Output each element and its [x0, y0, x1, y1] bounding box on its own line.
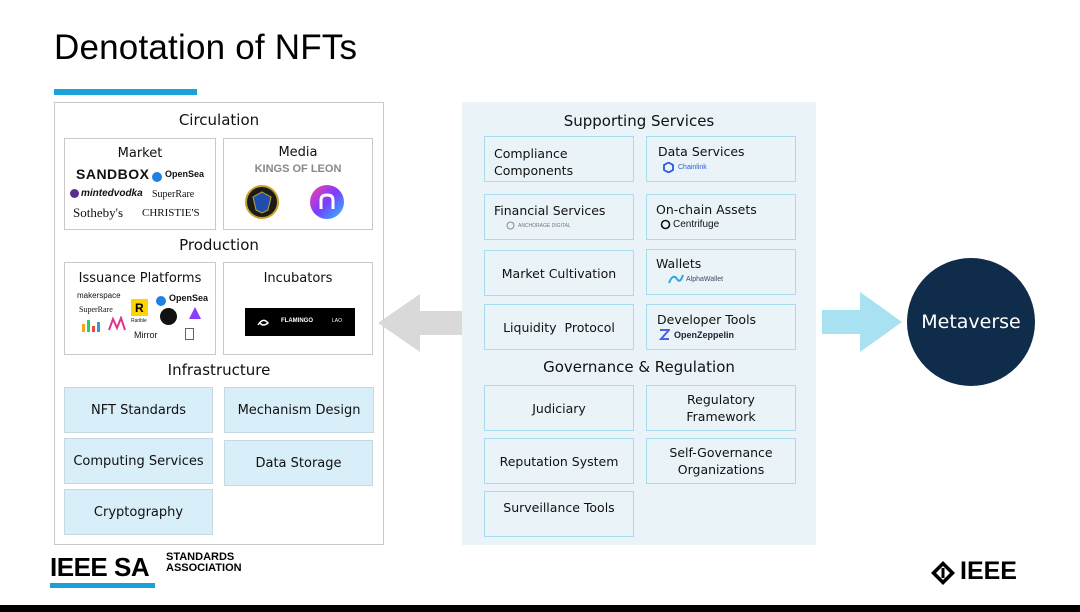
flamingo-logo: FLAMINGO — [281, 318, 313, 324]
openzeppelin-icon — [659, 329, 670, 340]
self-governance-box: Self-Governance Organizations — [646, 438, 796, 484]
chainlink-icon — [663, 162, 674, 173]
compliance-components-box: Compliance Components — [484, 136, 634, 182]
data-services-box: Data Services Chainlink — [646, 136, 796, 182]
n-logo-icon — [310, 185, 344, 219]
developer-tools-box: Developer Tools OpenZeppelin — [646, 304, 796, 350]
kings-of-leon-logo: KINGS OF LEON — [254, 163, 342, 175]
opensea-logo-2: OpenSea — [169, 293, 209, 303]
foundation-icon — [160, 308, 177, 325]
crest-badge-icon — [245, 185, 279, 219]
infra-mechanism-design: Mechanism Design — [224, 387, 374, 433]
triangle-logo-icon — [188, 306, 202, 325]
infra-nft-standards: NFT Standards — [64, 387, 213, 433]
standards-text: STANDARDS — [166, 551, 235, 563]
media-label: Media — [278, 145, 318, 160]
bottom-band — [0, 605, 1080, 612]
infrastructure-heading: Infrastructure — [167, 361, 271, 379]
makerspace-logo: makerspace — [77, 291, 121, 300]
sandbox-logo: SANDBOX — [76, 166, 150, 182]
association-text: ASSOCIATION — [166, 562, 242, 574]
incubators-label: Incubators — [263, 271, 333, 286]
market-label: Market — [117, 146, 163, 161]
developer-tools-label: Developer Tools — [657, 312, 757, 327]
opensea-icon — [152, 168, 162, 186]
surveillance-tools-box: Surveillance Tools — [484, 491, 634, 537]
liquidity-protocol-label: Liquidity Protocol — [503, 319, 615, 335]
regulatory-framework-label: Regulatory Framework — [686, 392, 756, 424]
openzeppelin-logo: OpenZeppelin — [674, 329, 735, 340]
superrare-logo-2: SuperRare — [79, 305, 113, 314]
small-logo-icon — [185, 328, 194, 340]
liquidity-protocol-box: Liquidity Protocol — [484, 304, 634, 350]
svg-text:R: R — [135, 301, 144, 315]
incubators-logo-strip — [245, 308, 355, 336]
metaverse-label: Metaverse — [921, 311, 1021, 333]
ieee-logo-text: IEEE — [960, 557, 1017, 585]
christies-logo: CHRISTIE'S — [142, 207, 200, 219]
reputation-system-label: Reputation System — [499, 453, 619, 469]
ieee-sa-underline — [50, 583, 155, 588]
page-title: Denotation of NFTs — [54, 28, 358, 67]
reputation-system-box: Reputation System — [484, 438, 634, 484]
governance-heading: Governance & Regulation — [543, 358, 735, 376]
onchain-assets-label: On-chain Assets — [656, 202, 757, 217]
wallets-label: Wallets — [656, 256, 702, 271]
wallets-box: Wallets AlphaWallet — [646, 249, 796, 295]
metaverse-circle: Metaverse — [907, 258, 1035, 386]
financial-services-label: Financial Services — [494, 203, 606, 218]
judiciary-box: Judiciary — [484, 385, 634, 431]
wave-logo-icon — [108, 315, 126, 337]
mintedvodka-icon — [70, 189, 79, 198]
media-card — [223, 138, 373, 230]
market-card — [64, 138, 216, 230]
financial-services-box: Financial Services ANCHORAGE DIGITAL — [484, 194, 634, 240]
circulation-heading: Circulation — [178, 111, 260, 129]
self-governance-label: Self-Governance Organizations — [669, 445, 773, 477]
left-arrow — [378, 294, 464, 357]
production-heading: Production — [179, 236, 259, 254]
superrare-logo: SuperRare — [152, 189, 195, 200]
judiciary-label: Judiciary — [532, 400, 586, 416]
swirl-logo-icon — [256, 316, 270, 334]
lao-logo: LAO — [332, 318, 343, 324]
data-services-label: Data Services — [658, 144, 745, 159]
anchorage-logo: ANCHORAGE DIGITAL — [518, 222, 571, 229]
ieee-sa-logo: IEEE SA — [50, 552, 150, 582]
ieee-diamond-icon — [930, 560, 956, 591]
mintedvodka-logo: mintedvodka — [81, 188, 143, 199]
market-cultivation-box: Market Cultivation — [484, 250, 634, 296]
sothebys-logo: Sotheby's — [73, 205, 124, 220]
infra-data-storage: Data Storage — [224, 440, 373, 486]
centrifuge-icon — [660, 219, 671, 230]
rarible-logo: Rarible — [131, 318, 147, 324]
onchain-assets-box: On-chain Assets Centrifuge — [646, 194, 796, 240]
title-underline — [54, 89, 197, 95]
market-cultivation-label: Market Cultivation — [501, 265, 617, 281]
ieee-sa-subtitle: STANDARDS ASSOCIATION — [166, 552, 242, 574]
centrifuge-logo: Centrifuge — [673, 219, 720, 230]
opensea-logo: OpenSea — [165, 169, 205, 179]
supporting-services-heading: Supporting Services — [563, 112, 715, 130]
bars-logo-icon — [82, 319, 102, 337]
anchorage-icon — [506, 221, 515, 230]
surveillance-tools-label: Surveillance Tools — [503, 500, 615, 515]
issuance-label: Issuance Platforms — [78, 271, 202, 286]
chainlink-logo: Chainlink — [678, 164, 707, 171]
regulatory-framework-box: Regulatory Framework — [646, 385, 796, 431]
alphawallet-logo: AlphaWallet — [686, 275, 724, 283]
mirror-logo: Mirror — [134, 330, 158, 340]
alphawallet-icon — [668, 274, 684, 284]
right-arrow — [822, 292, 902, 357]
opensea-icon-2 — [156, 292, 166, 310]
rarible-icon: R — [131, 299, 148, 316]
infra-cryptography: Cryptography — [64, 489, 213, 535]
compliance-components-label: Compliance Components — [494, 146, 574, 178]
infra-computing-services: Computing Services — [64, 438, 213, 484]
